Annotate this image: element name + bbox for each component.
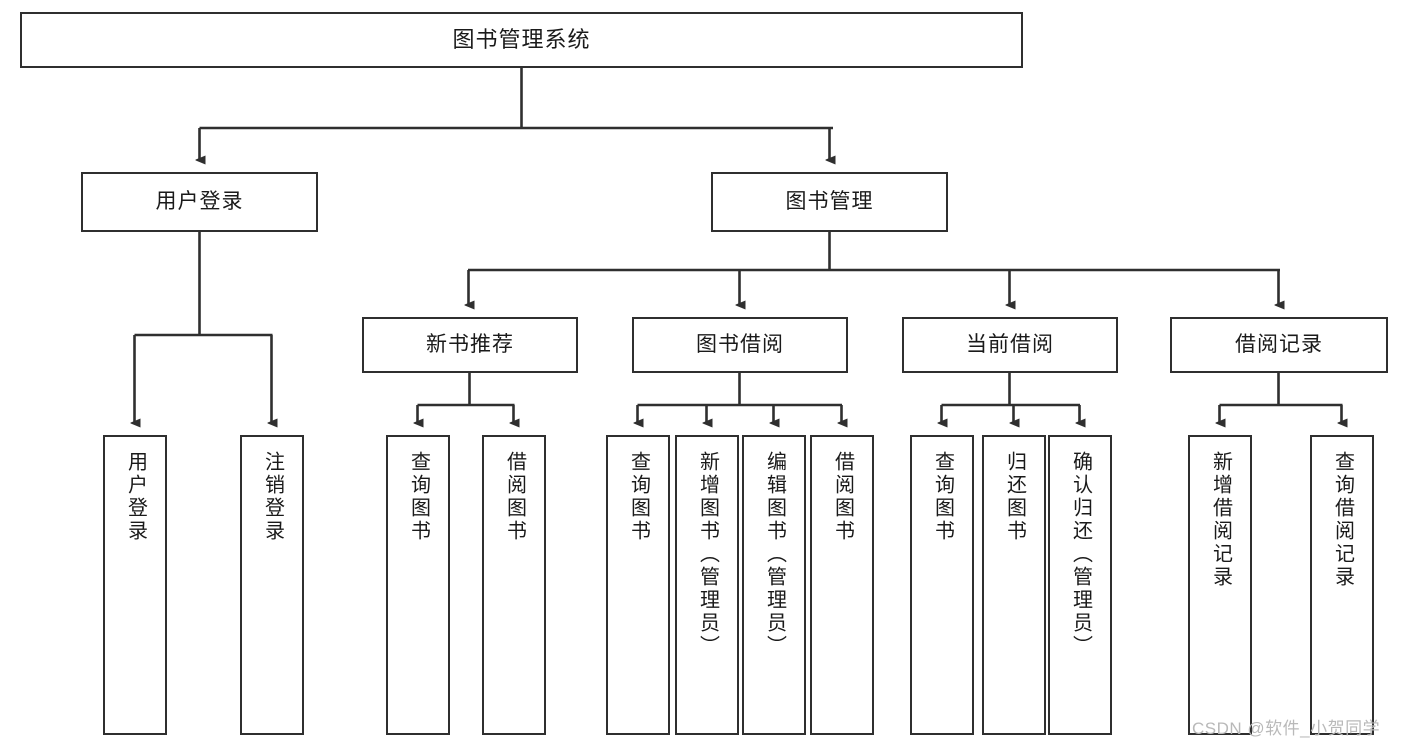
node-leaf-return-book[interactable]: 归还图书: [982, 435, 1046, 735]
node-leaf-query-book-cur-label: 查询图书: [931, 451, 954, 543]
node-leaf-borrow-book-rec[interactable]: 借阅图书: [482, 435, 546, 735]
node-user-login-label: 用户登录: [155, 190, 244, 214]
node-root-label: 图书管理系统: [452, 26, 591, 52]
node-leaf-query-record-label: 查询借阅记录: [1331, 451, 1354, 589]
node-leaf-return-book-label: 归还图书: [1003, 451, 1026, 543]
node-leaf-confirm-return[interactable]: 确认归还（管理员）: [1048, 435, 1112, 735]
node-leaf-query-book-cur[interactable]: 查询图书: [910, 435, 974, 735]
csdn-watermark: CSDN @软件_小贺同学: [1192, 719, 1381, 738]
node-leaf-confirm-return-label: 确认归还（管理员）: [1069, 451, 1092, 658]
node-book-borrow[interactable]: 图书借阅: [632, 317, 848, 373]
node-leaf-edit-book-label: 编辑图书（管理员）: [763, 451, 786, 658]
node-new-book-recommend-label: 新书推荐: [426, 333, 514, 357]
node-user-login[interactable]: 用户登录: [81, 172, 318, 232]
node-leaf-add-book-label: 新增图书（管理员）: [696, 451, 719, 658]
node-borrow-record[interactable]: 借阅记录: [1170, 317, 1388, 373]
node-root[interactable]: 图书管理系统: [20, 12, 1023, 68]
node-leaf-query-book-borrow-label: 查询图书: [627, 451, 650, 543]
node-leaf-add-record[interactable]: 新增借阅记录: [1188, 435, 1252, 735]
node-leaf-query-record[interactable]: 查询借阅记录: [1310, 435, 1374, 735]
node-book-borrow-label: 图书借阅: [696, 333, 784, 357]
node-leaf-add-record-label: 新增借阅记录: [1209, 451, 1232, 589]
node-leaf-query-book-borrow[interactable]: 查询图书: [606, 435, 670, 735]
node-leaf-borrow-book-label: 借阅图书: [831, 451, 854, 543]
node-leaf-query-book-rec-label: 查询图书: [407, 451, 430, 543]
node-leaf-borrow-book-rec-label: 借阅图书: [503, 451, 526, 543]
node-borrow-record-label: 借阅记录: [1235, 333, 1323, 357]
node-leaf-query-book-rec[interactable]: 查询图书: [386, 435, 450, 735]
node-current-borrow-label: 当前借阅: [966, 333, 1054, 357]
node-leaf-edit-book[interactable]: 编辑图书（管理员）: [742, 435, 806, 735]
node-leaf-user-login-label: 用户登录: [124, 451, 147, 543]
node-book-manage-label: 图书管理: [785, 190, 874, 214]
node-new-book-recommend[interactable]: 新书推荐: [362, 317, 578, 373]
node-leaf-borrow-book[interactable]: 借阅图书: [810, 435, 874, 735]
node-book-manage[interactable]: 图书管理: [711, 172, 948, 232]
node-leaf-add-book[interactable]: 新增图书（管理员）: [675, 435, 739, 735]
node-leaf-logout[interactable]: 注销登录: [240, 435, 304, 735]
node-leaf-logout-label: 注销登录: [261, 451, 284, 543]
node-current-borrow[interactable]: 当前借阅: [902, 317, 1118, 373]
node-leaf-user-login[interactable]: 用户登录: [103, 435, 167, 735]
